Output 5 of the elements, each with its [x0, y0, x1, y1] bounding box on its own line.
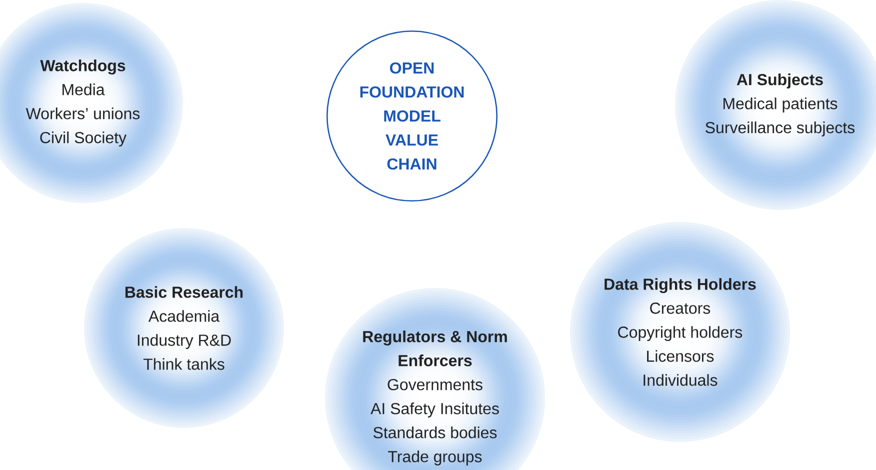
stakeholder-bubble: Watchdogs Media Workers’ unions Civil Society — [0, 3, 183, 203]
stakeholder-bubble: AI Subjects Medical patients Surveillance subjects — [675, 0, 876, 210]
stakeholder-bubble: Regulators & Norm Enforcers Governments AI Safety Insitutes Standards bodies Trade groups — [325, 288, 545, 470]
stakeholder-bubble: Basic Research Academia Industry R&D Think tanks — [84, 228, 284, 428]
stakeholder-bubble: Data Rights Holders Creators Copyright holders Licensors Individuals — [570, 222, 790, 442]
